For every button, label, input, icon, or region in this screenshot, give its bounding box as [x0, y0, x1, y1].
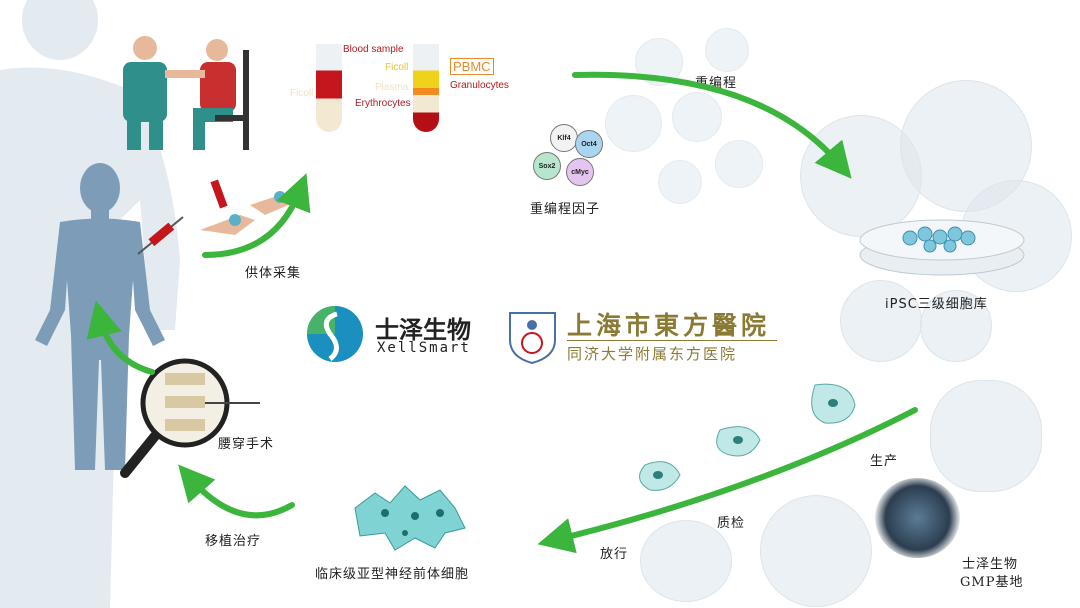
cell-bubble — [715, 140, 763, 188]
xellsmart-logo — [307, 306, 363, 362]
cell-bubble — [605, 95, 662, 152]
ipsc-bank-label: iPSC三级细胞库 — [885, 297, 988, 312]
arrow-reprogramming — [572, 71, 852, 179]
npc-cell-large — [930, 380, 1042, 492]
erythrocytes-label: Erythrocytes — [355, 98, 411, 109]
factor-oct4: Oct4 — [575, 130, 603, 158]
factor-klf4: Klf4 — [550, 124, 578, 152]
patient-body-icon — [35, 163, 165, 470]
arrow-surgery — [86, 300, 155, 375]
gmp-facility-image — [875, 478, 960, 558]
npc-cell-large — [640, 520, 732, 602]
release-label: 放行 — [600, 547, 629, 562]
factor-cmyc: cMyc — [566, 158, 594, 186]
factor-sox2: Sox2 — [533, 152, 561, 180]
transplant-label: 移植治疗 — [205, 534, 262, 549]
blood-tube-right — [413, 44, 439, 132]
gmp-base-line2: GMP基地 — [960, 575, 1024, 590]
hospital-name-cn: 上海市東方醫院 — [567, 311, 771, 340]
cell-bubble — [705, 28, 749, 72]
hospital-divider — [567, 340, 777, 341]
npc-cell-large — [760, 495, 872, 607]
gmp-base-line1: 士泽生物 — [962, 557, 1019, 572]
xellsmart-name-cn: 士泽生物 — [375, 316, 471, 344]
ficoll-right-label: Ficoll — [385, 62, 409, 73]
arrow-donor-collection — [202, 173, 311, 258]
syringe-icon — [137, 216, 184, 255]
cell-bubble — [672, 92, 722, 142]
lumbar-surgery-label: 腰穿手术 — [218, 437, 275, 452]
blood-sample-label: Blood sample — [343, 44, 404, 55]
arrow-production — [537, 407, 918, 554]
ipsc-cell — [840, 280, 922, 362]
pbmc-label: PBMC — [450, 58, 494, 75]
differentiating-cells — [639, 383, 856, 491]
donor-collection-label: 供体采集 — [245, 266, 302, 281]
petri-dish-icon — [859, 219, 1025, 276]
hospital-subname: 同济大学附属东方医院 — [567, 345, 738, 363]
neural-progenitor-cells-icon — [354, 485, 466, 551]
ipsc-cell — [920, 290, 992, 362]
plasma-label: Plasma — [375, 82, 409, 93]
production-label: 生产 — [870, 454, 899, 469]
spine-magnifier-icon — [120, 358, 260, 478]
blood-draw-illustration — [123, 36, 249, 150]
quality-control-label: 质检 — [717, 516, 746, 531]
npc-label: 临床级亚型神经前体细胞 — [315, 567, 470, 582]
cell-bubble — [658, 160, 702, 204]
granulocytes-label: Granulocytes — [450, 80, 509, 91]
xellsmart-name-en: XellSmart — [377, 340, 471, 356]
arrow-transplant — [178, 464, 295, 519]
hospital-emblem — [509, 312, 556, 365]
ficoll-left-label: Ficoll — [290, 88, 314, 99]
blood-tube-left — [316, 44, 342, 132]
reprogramming-factors-label: 重编程因子 — [530, 202, 601, 217]
